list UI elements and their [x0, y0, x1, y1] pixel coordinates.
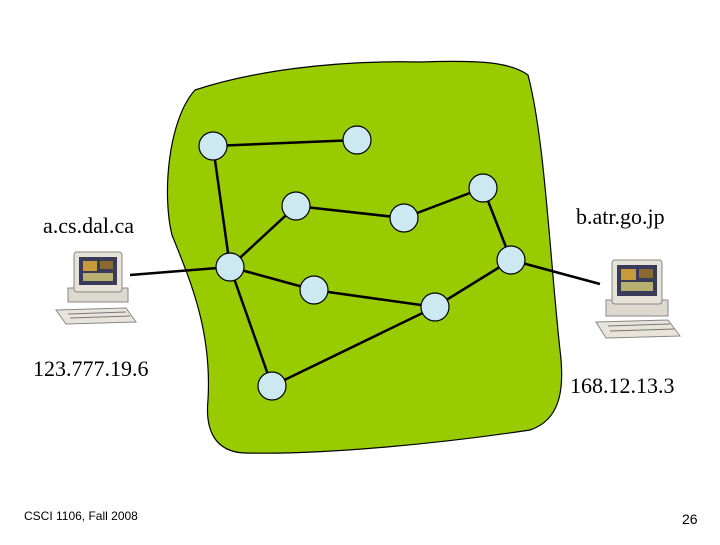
- link: [271, 305, 436, 388]
- router-node: [342, 125, 372, 155]
- network-links: [129, 138, 601, 388]
- router-node: [257, 371, 287, 401]
- left-host-name: a.cs.dal.ca: [43, 213, 134, 238]
- host-link-left: [129, 265, 231, 277]
- router-node: [198, 131, 228, 161]
- host-link-right: [510, 258, 601, 286]
- router-node: [468, 173, 498, 203]
- right-host-name: b.atr.go.jp: [576, 204, 665, 229]
- left-host-ip: 123.777.19.6: [33, 356, 149, 381]
- link: [211, 145, 232, 268]
- routers: [198, 125, 526, 401]
- page-number: 26: [682, 511, 698, 527]
- link: [295, 204, 405, 220]
- link: [228, 266, 274, 387]
- right-host-ip: 168.12.13.3: [570, 373, 675, 398]
- router-node: [420, 292, 450, 322]
- router-node: [281, 191, 311, 221]
- link: [212, 138, 358, 148]
- router-node: [215, 252, 245, 282]
- course-footer: CSCI 1106, Fall 2008: [24, 509, 138, 523]
- link: [313, 288, 436, 309]
- link: [434, 258, 512, 309]
- router-node: [299, 275, 329, 305]
- link: [229, 205, 297, 268]
- network-cloud: [166, 60, 563, 454]
- desktop-computer-icon: [595, 259, 681, 339]
- router-node: [496, 245, 526, 275]
- desktop-computer-icon: [55, 251, 137, 325]
- router-node: [389, 203, 419, 233]
